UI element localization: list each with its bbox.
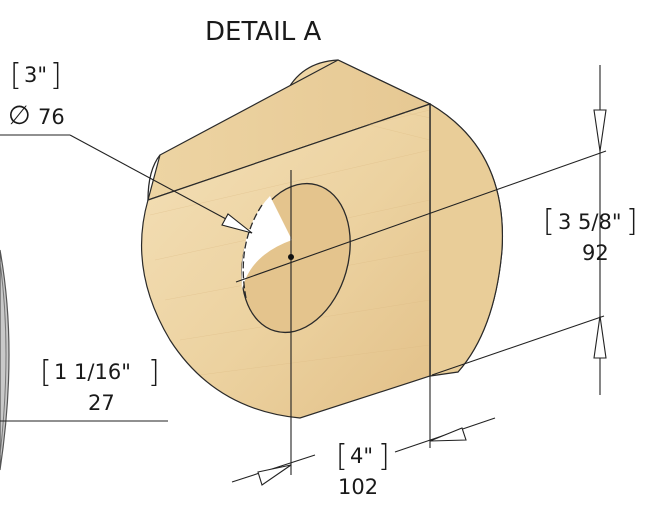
depth-dim-imperial: 4": [350, 444, 373, 468]
hole-dim-bracket-close: ]: [50, 58, 62, 93]
bore-hole: [241, 182, 351, 334]
hole-dim-bracket-open: [: [10, 58, 22, 93]
height-dim-bracket-close: ]: [626, 204, 638, 239]
offset-dim-metric: 27: [88, 391, 115, 415]
detail-title: DETAIL A: [205, 17, 322, 47]
depth-dim-bracket-close: ]: [378, 439, 390, 474]
height-dim-bracket-open: [: [543, 204, 555, 239]
offset-dim-bracket-open: [: [40, 355, 52, 390]
diameter-symbol-icon: ∅: [8, 101, 31, 131]
depth-dimension-lines: [231, 340, 496, 486]
height-dimension-lines: [431, 65, 607, 395]
offset-dim-bracket-close: ]: [148, 355, 160, 390]
hole-diameter-leader: [0, 134, 253, 234]
offset-dim-imperial: 1 1/16": [54, 360, 131, 384]
adjacent-part-rim: [0, 249, 10, 471]
centerlines: [235, 150, 607, 340]
hole-dim-metric: 76: [38, 105, 65, 129]
height-dim-imperial: 3 5/8": [558, 210, 622, 234]
hole-dim-imperial: 3": [24, 63, 47, 87]
depth-dim-metric: 102: [338, 475, 378, 499]
depth-dim-bracket-open: [: [336, 439, 348, 474]
height-dim-metric: 92: [582, 241, 609, 265]
